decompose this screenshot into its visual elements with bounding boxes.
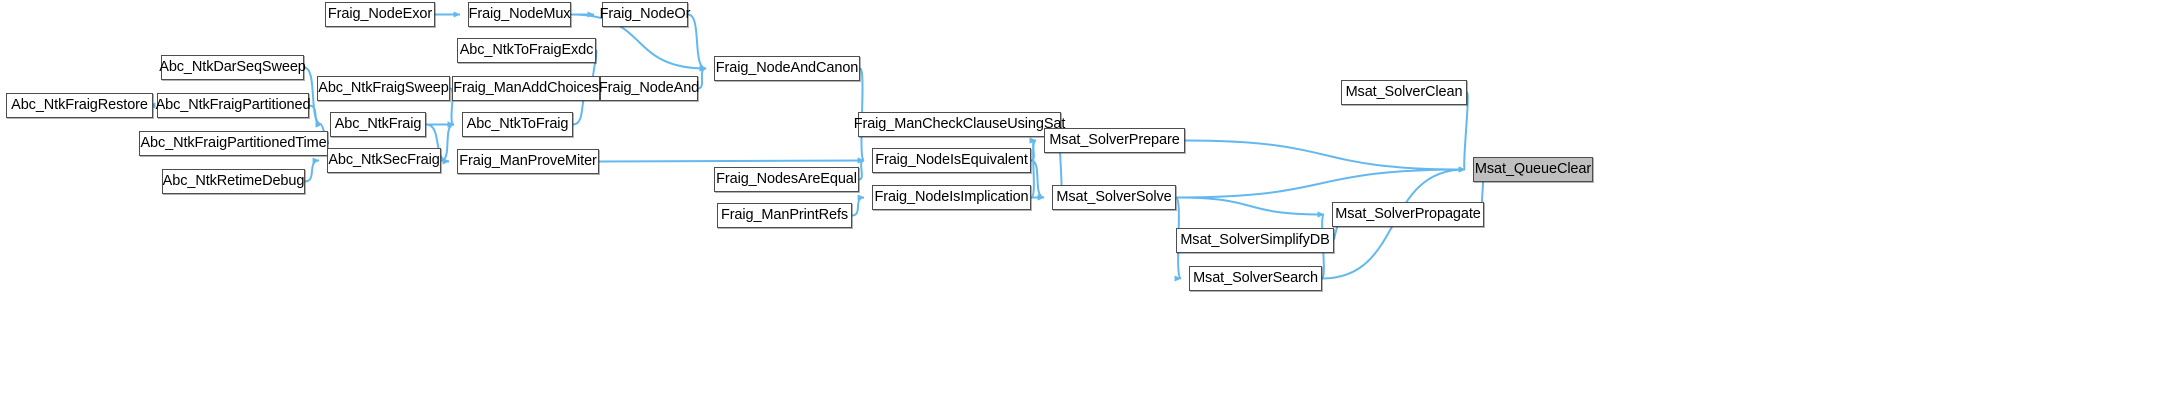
graph-node-label: Msat_SolverPrepare: [1049, 132, 1180, 149]
graph-edge: [697, 65, 707, 90]
graph-node-label: Abc_NtkFraigPartitionedTime: [140, 135, 327, 152]
graph-node-label: Abc_NtkFraig: [334, 116, 422, 133]
graph-node-label: Msat_SolverClean: [1345, 84, 1463, 101]
graph-node-label: Msat_QueueClear: [1474, 161, 1592, 178]
graph-node-label: Abc_NtkDarSeqSweep: [159, 59, 306, 76]
graph-node-label: Abc_NtkFraigSweep: [318, 80, 449, 97]
graph-node-label: Abc_NtkFraigRestore: [11, 97, 148, 114]
graph-node[interactable]: Fraig_NodeAnd: [598, 76, 700, 101]
graph-node[interactable]: Msat_SolverSolve: [1052, 185, 1176, 210]
graph-node-label: Fraig_NodeExor: [327, 6, 433, 23]
graph-node-label: Fraig_NodeMux: [468, 6, 571, 23]
graph-edge: [440, 121, 455, 162]
graph-node[interactable]: Msat_SolverSimplifyDB: [1176, 228, 1334, 253]
graph-node[interactable]: Fraig_NodeMux: [468, 2, 571, 27]
graph-node-label: Fraig_ManCheckClauseUsingSat: [853, 116, 1066, 133]
graph-node[interactable]: Abc_NtkRetimeDebug: [162, 169, 305, 194]
graph-node-label: Msat_SolverSolve: [1056, 189, 1172, 206]
graph-edge: [1029, 137, 1037, 199]
graph-node[interactable]: Fraig_NodeAndCanon: [714, 56, 860, 81]
graph-node-label: Abc_NtkToFraig: [466, 116, 569, 133]
graph-node[interactable]: Abc_NtkFraigPartitioned: [155, 93, 311, 118]
graph-edge: [687, 13, 707, 72]
graph-node-label: Fraig_ManProveMiter: [459, 153, 597, 170]
graph-node-label: Fraig_NodeIsImplication: [874, 189, 1029, 206]
graph-node[interactable]: Abc_NtkFraigRestore: [6, 93, 153, 118]
graph-node[interactable]: Abc_NtkToFraigExdc: [457, 38, 596, 63]
graph-node[interactable]: Abc_NtkSecFraig: [327, 148, 441, 173]
graph-node[interactable]: Msat_SolverPropagate: [1332, 202, 1484, 227]
graph-node[interactable]: Fraig_ManAddChoices: [452, 76, 600, 101]
graph-node[interactable]: Fraig_NodeOr: [599, 2, 691, 27]
graph-node-label: Abc_NtkFraigPartitioned: [155, 97, 311, 114]
graph-node[interactable]: Abc_NtkFraig: [330, 112, 426, 137]
graph-edge: [1175, 166, 1466, 199]
graph-node-label: Abc_NtkToFraigExdc: [459, 42, 594, 59]
graph-node[interactable]: Msat_QueueClear: [1473, 157, 1593, 182]
graph-node-label: Abc_NtkSecFraig: [328, 152, 440, 169]
graph-node[interactable]: Fraig_ManCheckClauseUsingSat: [854, 112, 1065, 137]
graph-node[interactable]: Abc_NtkFraigPartitionedTime: [139, 131, 328, 156]
graph-node[interactable]: Fraig_ManPrintRefs: [717, 203, 852, 228]
graph-node-label: Fraig_NodeOr: [599, 6, 691, 23]
graph-node[interactable]: Msat_SolverPrepare: [1044, 128, 1185, 153]
graph-edge: [1029, 137, 1037, 162]
graph-node-label: Fraig_NodeIsEquivalent: [875, 152, 1028, 169]
graph-node[interactable]: Fraig_NodeIsEquivalent: [872, 148, 1031, 173]
graph-node-label: Fraig_NodeAnd: [598, 80, 700, 97]
graph-node[interactable]: Msat_SolverSearch: [1189, 266, 1322, 291]
graph-edge: [304, 157, 320, 183]
graph-edge: [440, 157, 450, 164]
graph-edge: [1175, 196, 1325, 218]
graph-node[interactable]: Abc_NtkFraigSweep: [317, 76, 450, 101]
graph-node-label: Fraig_NodeAndCanon: [715, 60, 859, 77]
graph-node-label: Abc_NtkRetimeDebug: [162, 173, 305, 190]
graph-node-label: Msat_SolverPropagate: [1335, 206, 1481, 223]
graph-node[interactable]: Fraig_NodeIsImplication: [872, 185, 1031, 210]
graph-node-label: Fraig_ManPrintRefs: [720, 207, 849, 224]
graph-node[interactable]: Fraig_NodeExor: [325, 2, 435, 27]
graph-node-label: Msat_SolverSimplifyDB: [1180, 232, 1330, 249]
graph-node[interactable]: Fraig_ManProveMiter: [457, 149, 599, 174]
graph-edge: [308, 104, 323, 128]
graph-node[interactable]: Abc_NtkToFraig: [462, 112, 573, 137]
graph-edge: [598, 157, 865, 164]
graph-edge: [1030, 159, 1045, 201]
graph-node-label: Fraig_ManAddChoices: [453, 80, 599, 97]
graph-node[interactable]: Msat_SolverClean: [1341, 80, 1467, 105]
graph-node-label: Msat_SolverSearch: [1193, 270, 1318, 287]
graph-node[interactable]: Fraig_NodesAreEqual: [714, 167, 859, 192]
graph-edge: [857, 157, 865, 181]
graph-edge: [851, 194, 865, 217]
graph-node[interactable]: Abc_NtkDarSeqSweep: [159, 55, 306, 80]
graph-edge: [1184, 139, 1466, 173]
graph-node-label: Fraig_NodesAreEqual: [716, 171, 857, 188]
